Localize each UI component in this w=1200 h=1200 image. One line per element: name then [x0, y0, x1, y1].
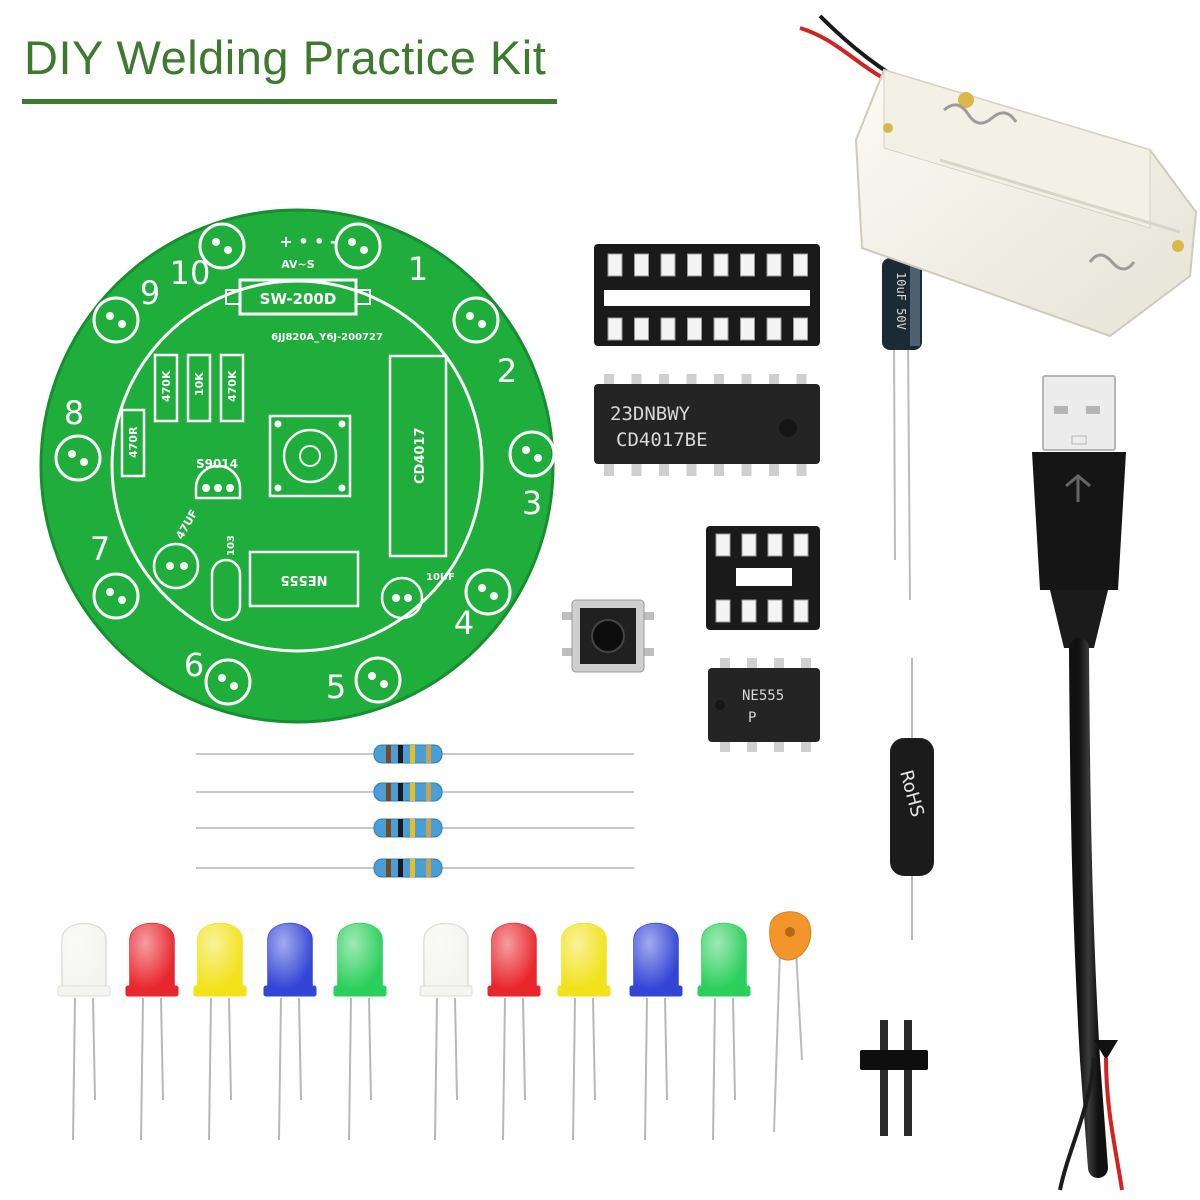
transistor-footprint: S9014 — [194, 457, 242, 500]
led — [125, 922, 179, 1141]
led-number-labels: 10 1 2 3 4 5 6 7 8 9 — [64, 250, 542, 706]
led-pad — [92, 296, 140, 344]
led — [333, 922, 387, 1141]
circular-pcb-board: 10 1 2 3 4 5 6 7 8 9 SW-200D + • • - AV~S 6JJ820A… — [39, 208, 556, 724]
led-pad-ring — [54, 222, 556, 706]
led — [629, 922, 683, 1141]
cd4017-footprint: CD4017 — [388, 354, 448, 558]
resistor-label-4: 470R — [127, 426, 140, 458]
title-underline — [22, 99, 557, 104]
svg-text:10UF: 10UF — [426, 572, 455, 583]
led — [263, 922, 317, 1141]
usb-cable — [1032, 375, 1126, 1191]
resistors — [196, 744, 634, 878]
electrolytic-capacitor: 10uF 50V — [882, 258, 922, 601]
cd4017-chip: 23DNBWY CD4017BE — [594, 374, 820, 476]
capacitor-marking: 10uF 50V — [894, 272, 908, 330]
led — [697, 922, 751, 1141]
ic-socket-8-pin — [706, 526, 820, 630]
led-number: 8 — [64, 394, 84, 432]
led-pad — [204, 658, 252, 706]
pin-header — [860, 1020, 928, 1136]
resistor — [196, 858, 634, 878]
resistor-footprints: 470K 10K 470K 470R — [120, 353, 245, 478]
led-pad — [198, 222, 246, 270]
led-pad — [54, 434, 102, 482]
ne555-marking-1: NE555 — [742, 688, 784, 704]
led-number: 6 — [184, 646, 204, 684]
resistor — [196, 818, 634, 838]
led-number: 1 — [408, 250, 428, 288]
led-number: 5 — [326, 668, 346, 706]
ic-socket-16-pin — [594, 244, 820, 346]
ne555-footprint: NE555 — [248, 550, 360, 608]
ceramic-capacitor — [769, 911, 812, 1133]
svg-text:CD4017: CD4017 — [413, 427, 428, 484]
led-pad — [452, 296, 500, 344]
led-number: 10 — [170, 254, 211, 292]
led-pad — [334, 222, 382, 270]
vibration-marks: + • • - — [279, 232, 336, 251]
svg-text:S9014: S9014 — [196, 457, 238, 471]
led-number: 3 — [522, 484, 542, 522]
led-pad — [464, 568, 512, 616]
switch-label: SW-200D — [260, 290, 337, 308]
led — [557, 922, 611, 1141]
led — [419, 922, 473, 1141]
led — [57, 922, 111, 1141]
board-code: 6JJ820A_Y6J-200727 — [271, 332, 383, 343]
battery-holder — [799, 14, 1198, 338]
led-number: 9 — [140, 274, 160, 312]
cd4017-marking-2: CD4017BE — [616, 429, 708, 451]
pcb-symbol: AV~S — [281, 258, 314, 271]
ne555-chip: NE555 P — [708, 658, 820, 752]
resistor-label-3: 470K — [226, 370, 239, 402]
led — [193, 922, 247, 1141]
led-pad — [508, 430, 556, 478]
led-pad — [92, 572, 140, 620]
resistor-label-2: 10K — [193, 372, 206, 396]
resistor — [196, 744, 634, 764]
cd4017-marking-1: 23DNBWY — [610, 403, 691, 425]
title: DIY Welding Practice Kit — [24, 31, 547, 84]
resistor-label-1: 470K — [160, 370, 173, 402]
resistor — [196, 782, 634, 802]
button-footprint — [268, 414, 352, 498]
led-pad — [354, 656, 402, 704]
ne555-marking-2: P — [748, 710, 756, 726]
led — [487, 922, 541, 1141]
led-number: 4 — [454, 604, 474, 642]
svg-text:NE555: NE555 — [281, 572, 328, 587]
vibration-switch-part: RoHS — [890, 658, 934, 940]
tactile-push-button — [562, 599, 654, 673]
svg-text:103: 103 — [226, 535, 237, 556]
led-number: 2 — [497, 352, 517, 390]
led-number: 7 — [90, 530, 110, 568]
led-set — [57, 922, 751, 1141]
